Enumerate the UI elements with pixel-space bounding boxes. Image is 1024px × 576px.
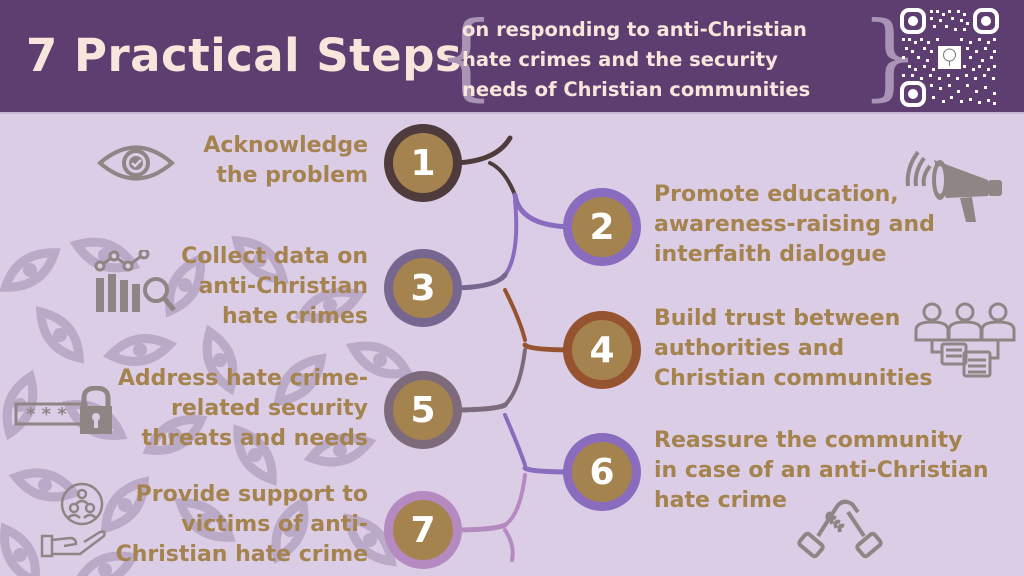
- page-title: 7 Practical Steps: [26, 29, 463, 82]
- step-line: Collect data on: [181, 244, 368, 269]
- step-line: awareness-raising and: [654, 212, 935, 237]
- step-3-circle: 3: [384, 249, 462, 327]
- step-5-circle: 5: [384, 371, 462, 449]
- step-number: 7: [393, 500, 453, 560]
- step-7-circle: 7: [384, 491, 462, 569]
- data-analysis-icon: [94, 250, 176, 312]
- subtitle-line: needs of Christian communities: [462, 78, 811, 101]
- step-line: Acknowledge: [203, 133, 368, 158]
- megaphone-icon: [905, 150, 1002, 222]
- step-number: 3: [393, 258, 453, 318]
- handshake-icon: [797, 499, 883, 559]
- svg-text:* * *: * * *: [26, 404, 67, 425]
- step-6-circle: 6: [563, 433, 641, 511]
- step-line: Christian hate crime: [115, 542, 368, 567]
- step-line: victims of anti-: [181, 512, 368, 537]
- subtitle: on responding to anti-Christian hate cri…: [462, 15, 810, 105]
- step-line: Christian communities: [654, 366, 933, 391]
- eye-check-icon: [96, 145, 176, 181]
- step-2-circle: 2: [563, 188, 641, 266]
- step-line: interfaith dialogue: [654, 242, 887, 267]
- step-line: anti-Christian: [198, 274, 368, 299]
- step-6-text: Reassure the community in case of an ant…: [654, 426, 989, 516]
- step-number: 6: [572, 442, 632, 502]
- support-hand-icon: [40, 482, 106, 558]
- qr-code-icon[interactable]: [898, 6, 1001, 109]
- subtitle-line: hate crimes and the security: [462, 48, 778, 71]
- step-7-text: Provide support to victims of anti- Chri…: [116, 480, 368, 570]
- step-number: 2: [572, 197, 632, 257]
- people-dialogue-icon: [914, 302, 1016, 378]
- step-line: related security: [171, 396, 368, 421]
- subtitle-line: on responding to anti-Christian: [462, 18, 807, 41]
- step-line: hate crime: [654, 488, 787, 513]
- left-brace: {: [436, 2, 496, 111]
- step-line: the problem: [216, 163, 368, 188]
- step-line: Build trust between: [654, 306, 901, 331]
- step-number: 4: [572, 320, 632, 380]
- step-3-text: Collect data on anti-Christian hate crim…: [181, 242, 368, 332]
- step-line: Address hate crime-: [117, 366, 368, 391]
- step-line: threats and needs: [141, 426, 368, 451]
- header-banner: 7 Practical Steps { on responding to ant…: [0, 0, 1024, 114]
- step-4-circle: 4: [563, 311, 641, 389]
- step-line: Provide support to: [135, 482, 368, 507]
- step-4-text: Build trust between authorities and Chri…: [654, 304, 932, 394]
- right-brace: }: [860, 2, 920, 111]
- step-line: in case of an anti-Christian: [654, 458, 989, 483]
- step-1-text: Acknowledge the problem: [203, 131, 368, 191]
- step-number: 5: [393, 380, 453, 440]
- step-line: authorities and: [654, 336, 845, 361]
- step-line: Reassure the community: [654, 428, 963, 453]
- step-line: hate crimes: [222, 304, 368, 329]
- step-5-text: Address hate crime- related security thr…: [118, 364, 368, 454]
- step-2-text: Promote education, awareness-raising and…: [654, 180, 935, 270]
- step-1-circle: 1: [384, 124, 462, 202]
- password-lock-icon: * * *: [14, 386, 112, 434]
- step-number: 1: [393, 133, 453, 193]
- step-line: Promote education,: [654, 182, 899, 207]
